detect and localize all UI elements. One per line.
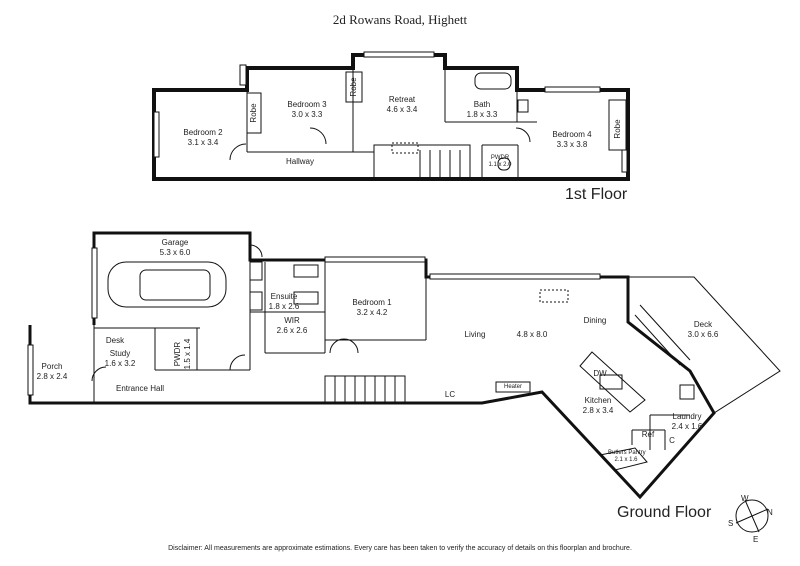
room-name: WIR xyxy=(284,316,300,325)
cupboard-label: C xyxy=(669,436,675,445)
room-dim: 2.8 x 2.4 xyxy=(36,372,68,381)
room-name: Laundry xyxy=(672,412,702,421)
room-name: Bedroom 3 xyxy=(287,100,327,109)
robe-bedroom-4: Robe xyxy=(613,119,622,139)
room-dim: 1.8 x 3.3 xyxy=(466,110,498,119)
room-dim: 1.8 x 2.6 xyxy=(268,302,300,311)
room-dim: 1.5 x 1.4 xyxy=(183,338,192,370)
room-dim: 5.3 x 6.0 xyxy=(159,248,191,257)
room-dim: 2.1 x 1.6 xyxy=(614,457,638,463)
room-hallway: Hallway xyxy=(285,157,314,166)
floor-label-ground: Ground Floor xyxy=(617,504,712,521)
disclaimer: Disclaimer: All measurements are approxi… xyxy=(168,545,632,552)
room-dim: 1.6 x 3.2 xyxy=(104,359,136,368)
room-dim: 3.2 x 4.2 xyxy=(356,308,388,317)
compass-s: S xyxy=(728,519,734,528)
room-name: Bedroom 4 xyxy=(552,130,592,139)
room-dim: 3.0 x 6.6 xyxy=(687,330,719,339)
living-dining-dim: 4.8 x 8.0 xyxy=(516,330,548,339)
room-name: Bath xyxy=(473,100,491,109)
compass-e: E xyxy=(753,535,759,544)
room-dim: 3.1 x 3.4 xyxy=(187,138,219,147)
room-dim: 2.6 x 2.6 xyxy=(276,326,308,335)
room-dim: 1.1 x 2.0 xyxy=(488,162,512,168)
room-living: Living xyxy=(464,330,486,339)
first-floor-walls xyxy=(152,51,630,181)
floor-label-first: 1st Floor xyxy=(565,186,628,203)
room-name: Bedroom 1 xyxy=(352,298,392,307)
room-name: PWDR xyxy=(490,155,510,161)
room-name: PWDR xyxy=(173,341,182,367)
dw-label: DW xyxy=(593,369,607,378)
heater-label: Heater xyxy=(503,384,522,390)
room-name: Ensuite xyxy=(270,292,298,301)
room-name: Deck xyxy=(693,320,713,329)
property-address: 2d Rowans Road, Highett xyxy=(332,12,468,27)
room-dim: 3.3 x 3.8 xyxy=(556,140,588,149)
room-name: Study xyxy=(109,349,131,358)
compass-w: W xyxy=(741,494,749,503)
room-name: Retreat xyxy=(388,95,416,104)
compass-n: N xyxy=(767,508,773,517)
room-name: Kitchen xyxy=(584,396,612,405)
room-name: Garage xyxy=(161,238,189,247)
ref-label: Ref xyxy=(641,430,655,439)
robe-bedroom-3: Robe xyxy=(349,77,358,97)
lc-label: LC xyxy=(444,390,456,399)
room-dim: 3.0 x 3.3 xyxy=(291,110,323,119)
room-name: Bedroom 2 xyxy=(183,128,223,137)
desk-label: Desk xyxy=(105,336,125,345)
room-name: Porch xyxy=(41,362,63,371)
robe-bedroom-2: Robe xyxy=(249,103,258,123)
room-dim: 4.6 x 3.4 xyxy=(386,105,418,114)
room-dim: 2.8 x 3.4 xyxy=(582,406,614,415)
room-entrance-hall: Entrance Hall xyxy=(115,384,165,393)
ground-floor-walls xyxy=(27,142,781,500)
compass-rose xyxy=(735,499,769,533)
room-name: Butlers Pantry xyxy=(608,450,646,456)
room-dining: Dining xyxy=(583,316,607,325)
room-dim: 2.4 x 1.6 xyxy=(671,422,703,431)
